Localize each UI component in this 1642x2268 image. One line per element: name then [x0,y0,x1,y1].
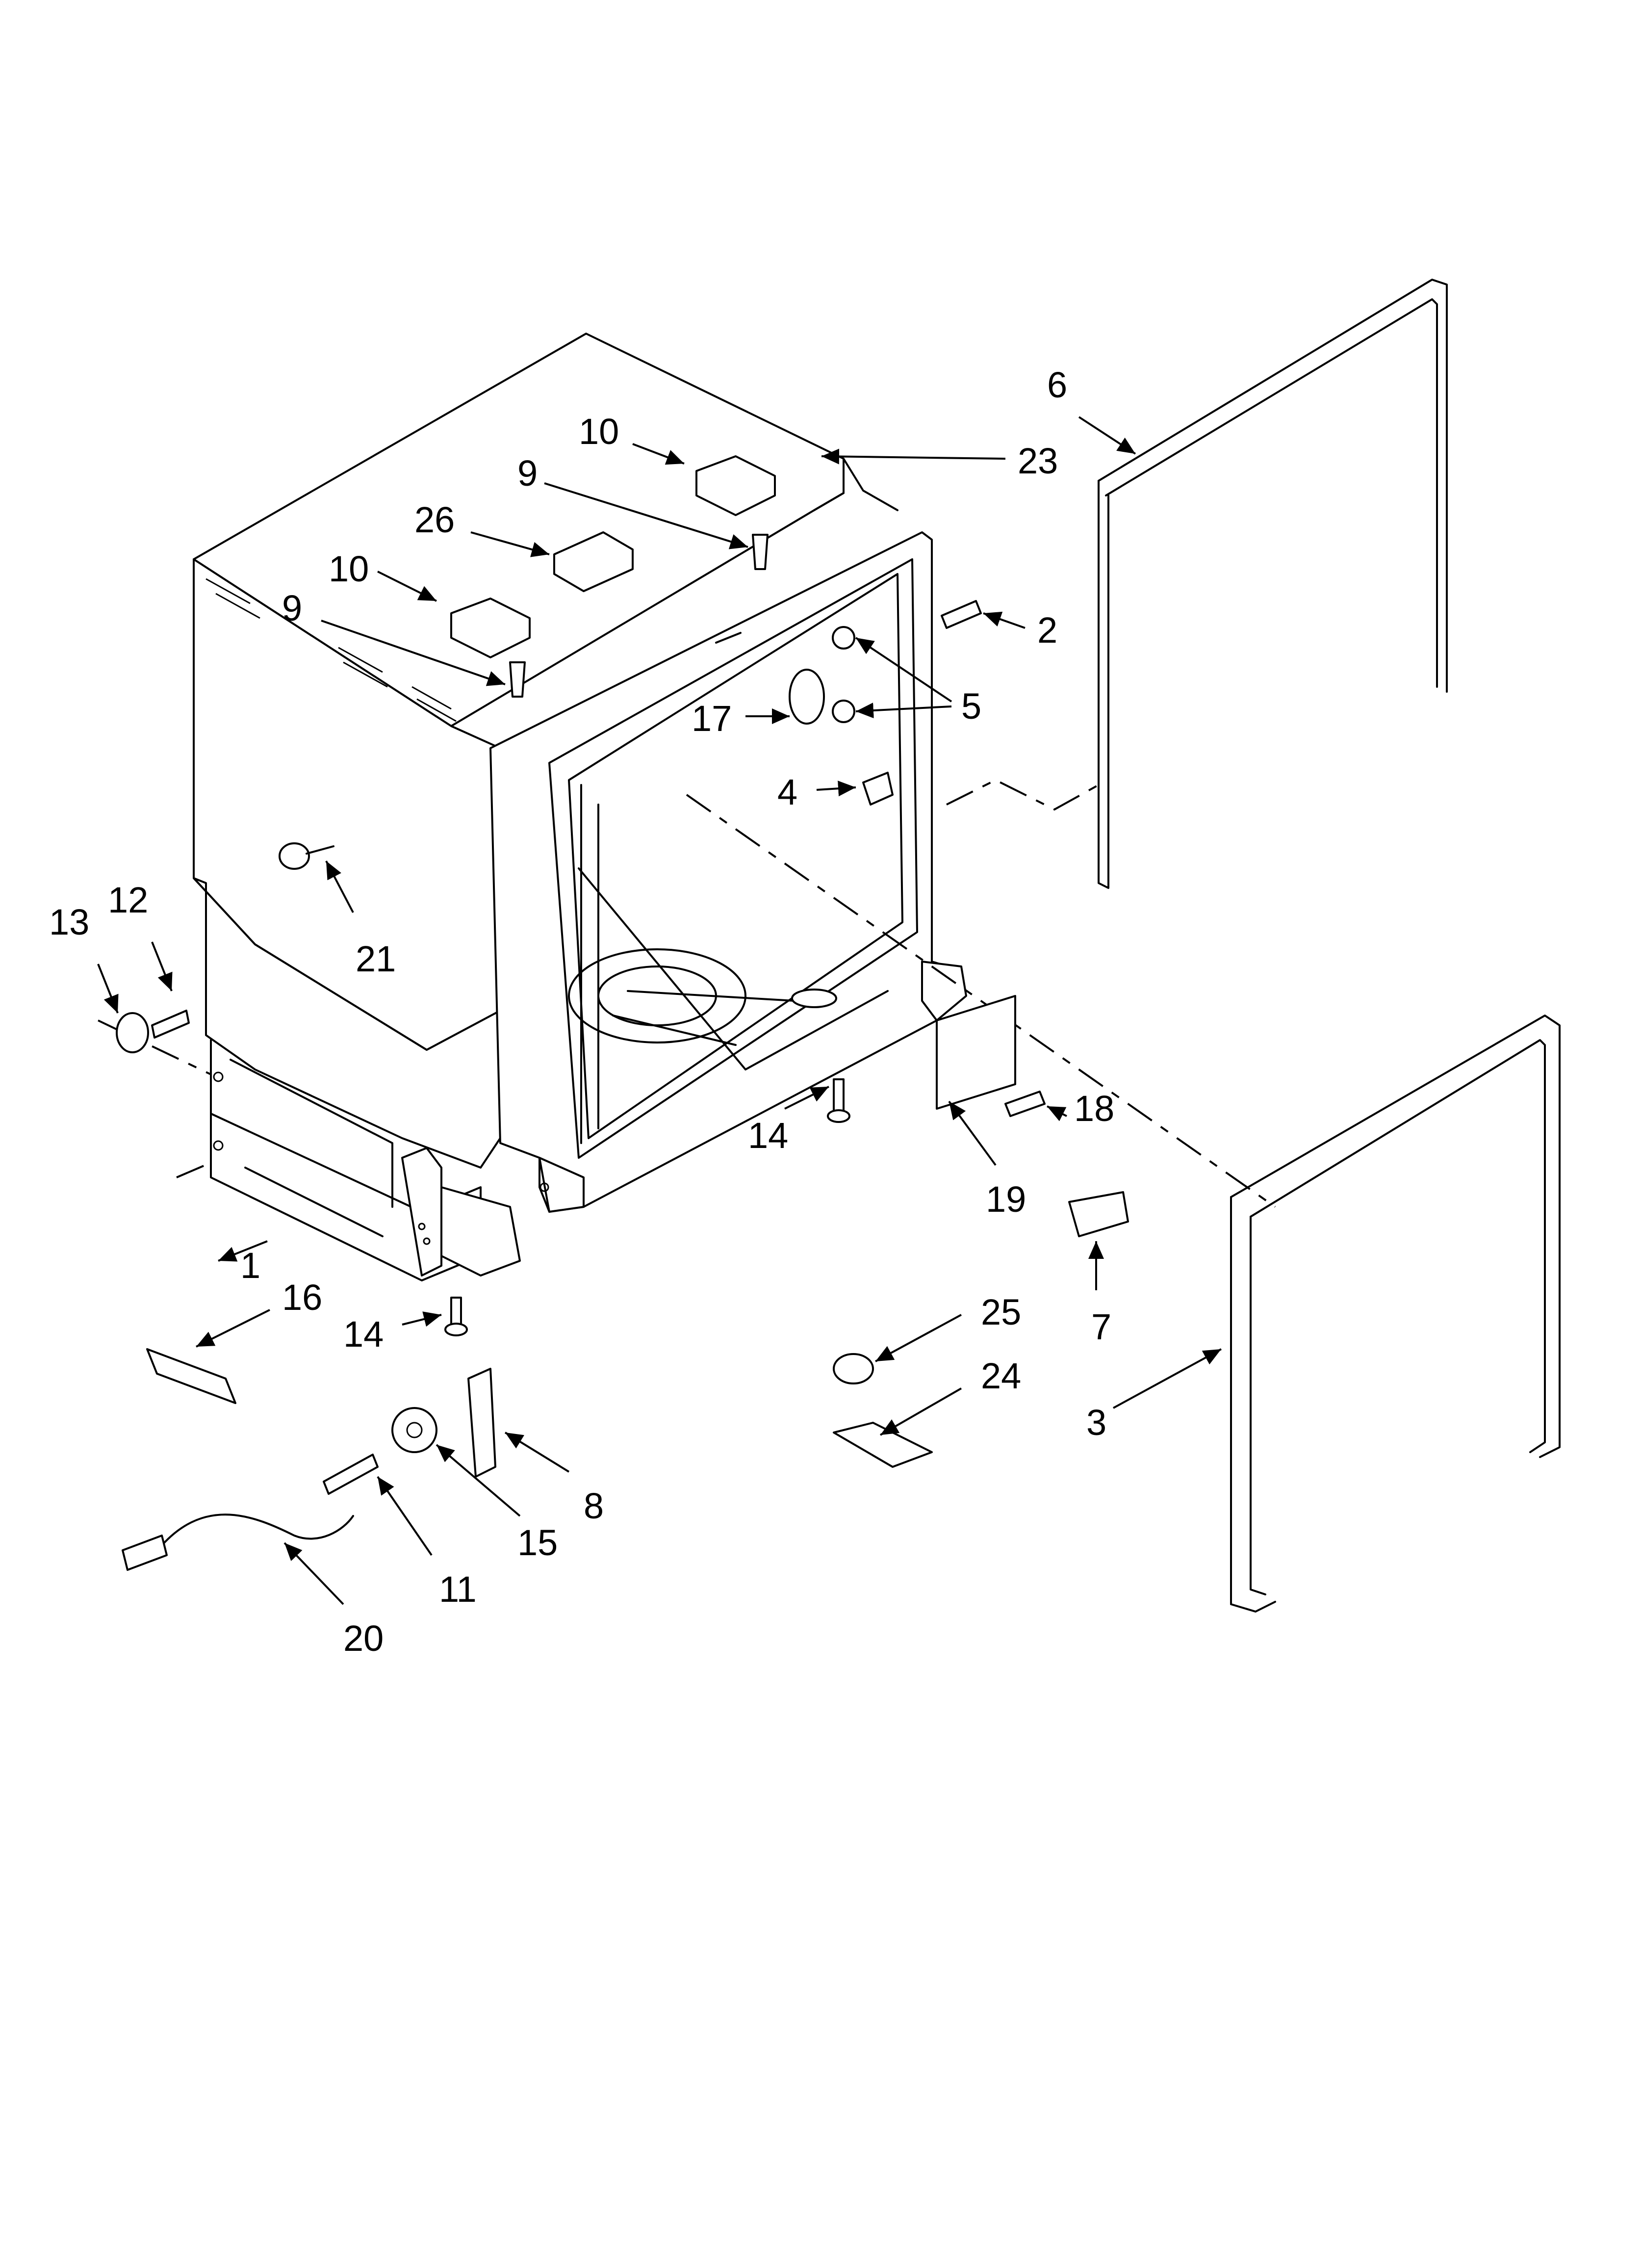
callout-18: 18 [1074,1088,1114,1129]
small-parts [116,455,1129,1571]
screw-11-icon [323,1454,379,1495]
bolt-12-icon [151,1010,190,1039]
wheel-icon [391,1407,437,1453]
bracket-upper-icon [695,455,776,516]
callout-4: 4 [777,772,797,812]
callout-9-upper: 9 [517,453,538,494]
vent-icon [553,531,634,592]
bracket-lower-icon [450,598,531,658]
tub-assembly [193,333,967,1281]
callout-6: 6 [1047,365,1067,405]
callout-2: 2 [1037,610,1057,651]
latch-icon [1068,1191,1129,1237]
callout-23: 23 [1018,441,1058,481]
callout-16: 16 [282,1277,322,1318]
screw-lower-icon [509,661,526,698]
spring-clip-icon [789,669,825,725]
callout-12: 12 [108,880,148,920]
callout-14-upper: 14 [748,1115,788,1156]
callout-3: 3 [1086,1402,1106,1443]
callout-5: 5 [961,686,981,727]
bracket-19-icon [936,995,1016,1110]
callout-13: 13 [49,902,89,942]
washer-upper-icon [832,626,855,650]
callout-14-lower: 14 [343,1314,384,1355]
nut-icon [116,1012,149,1053]
leg-upper-icon [833,1078,845,1115]
screw-18-icon [1004,1091,1046,1117]
leader-lines [97,416,1222,1605]
callout-labels: 1 2 3 4 5 6 7 8 9 9 10 10 11 12 13 14 14… [49,365,1114,1659]
callout-10-lower: 10 [329,548,369,589]
screw-upper-icon [752,534,769,570]
screw-2-icon [941,600,982,629]
callout-25: 25 [981,1292,1021,1332]
washer-lower-icon [832,700,855,723]
plate-icon [467,1368,496,1478]
cap-25-icon [833,1353,874,1384]
callout-8: 8 [584,1486,604,1526]
callout-15: 15 [517,1522,558,1563]
callout-11: 11 [439,1569,477,1610]
callout-10-upper: 10 [579,411,619,452]
callout-26: 26 [414,499,455,540]
callout-24: 24 [981,1356,1021,1396]
callout-7: 7 [1091,1306,1111,1347]
callout-9-lower: 9 [282,588,302,628]
callout-21: 21 [356,938,396,979]
callout-17: 17 [692,698,732,739]
spring-icon [146,1348,236,1404]
door-gasket-top [1098,279,1448,889]
callout-19: 19 [986,1179,1026,1220]
plug-icon [862,772,894,806]
callout-20: 20 [343,1618,384,1659]
bracket-24-icon [833,1422,933,1468]
bottom-gasket [1230,1015,1561,1613]
cable-terminal-icon [122,1535,168,1571]
callout-1: 1 [240,1245,260,1286]
